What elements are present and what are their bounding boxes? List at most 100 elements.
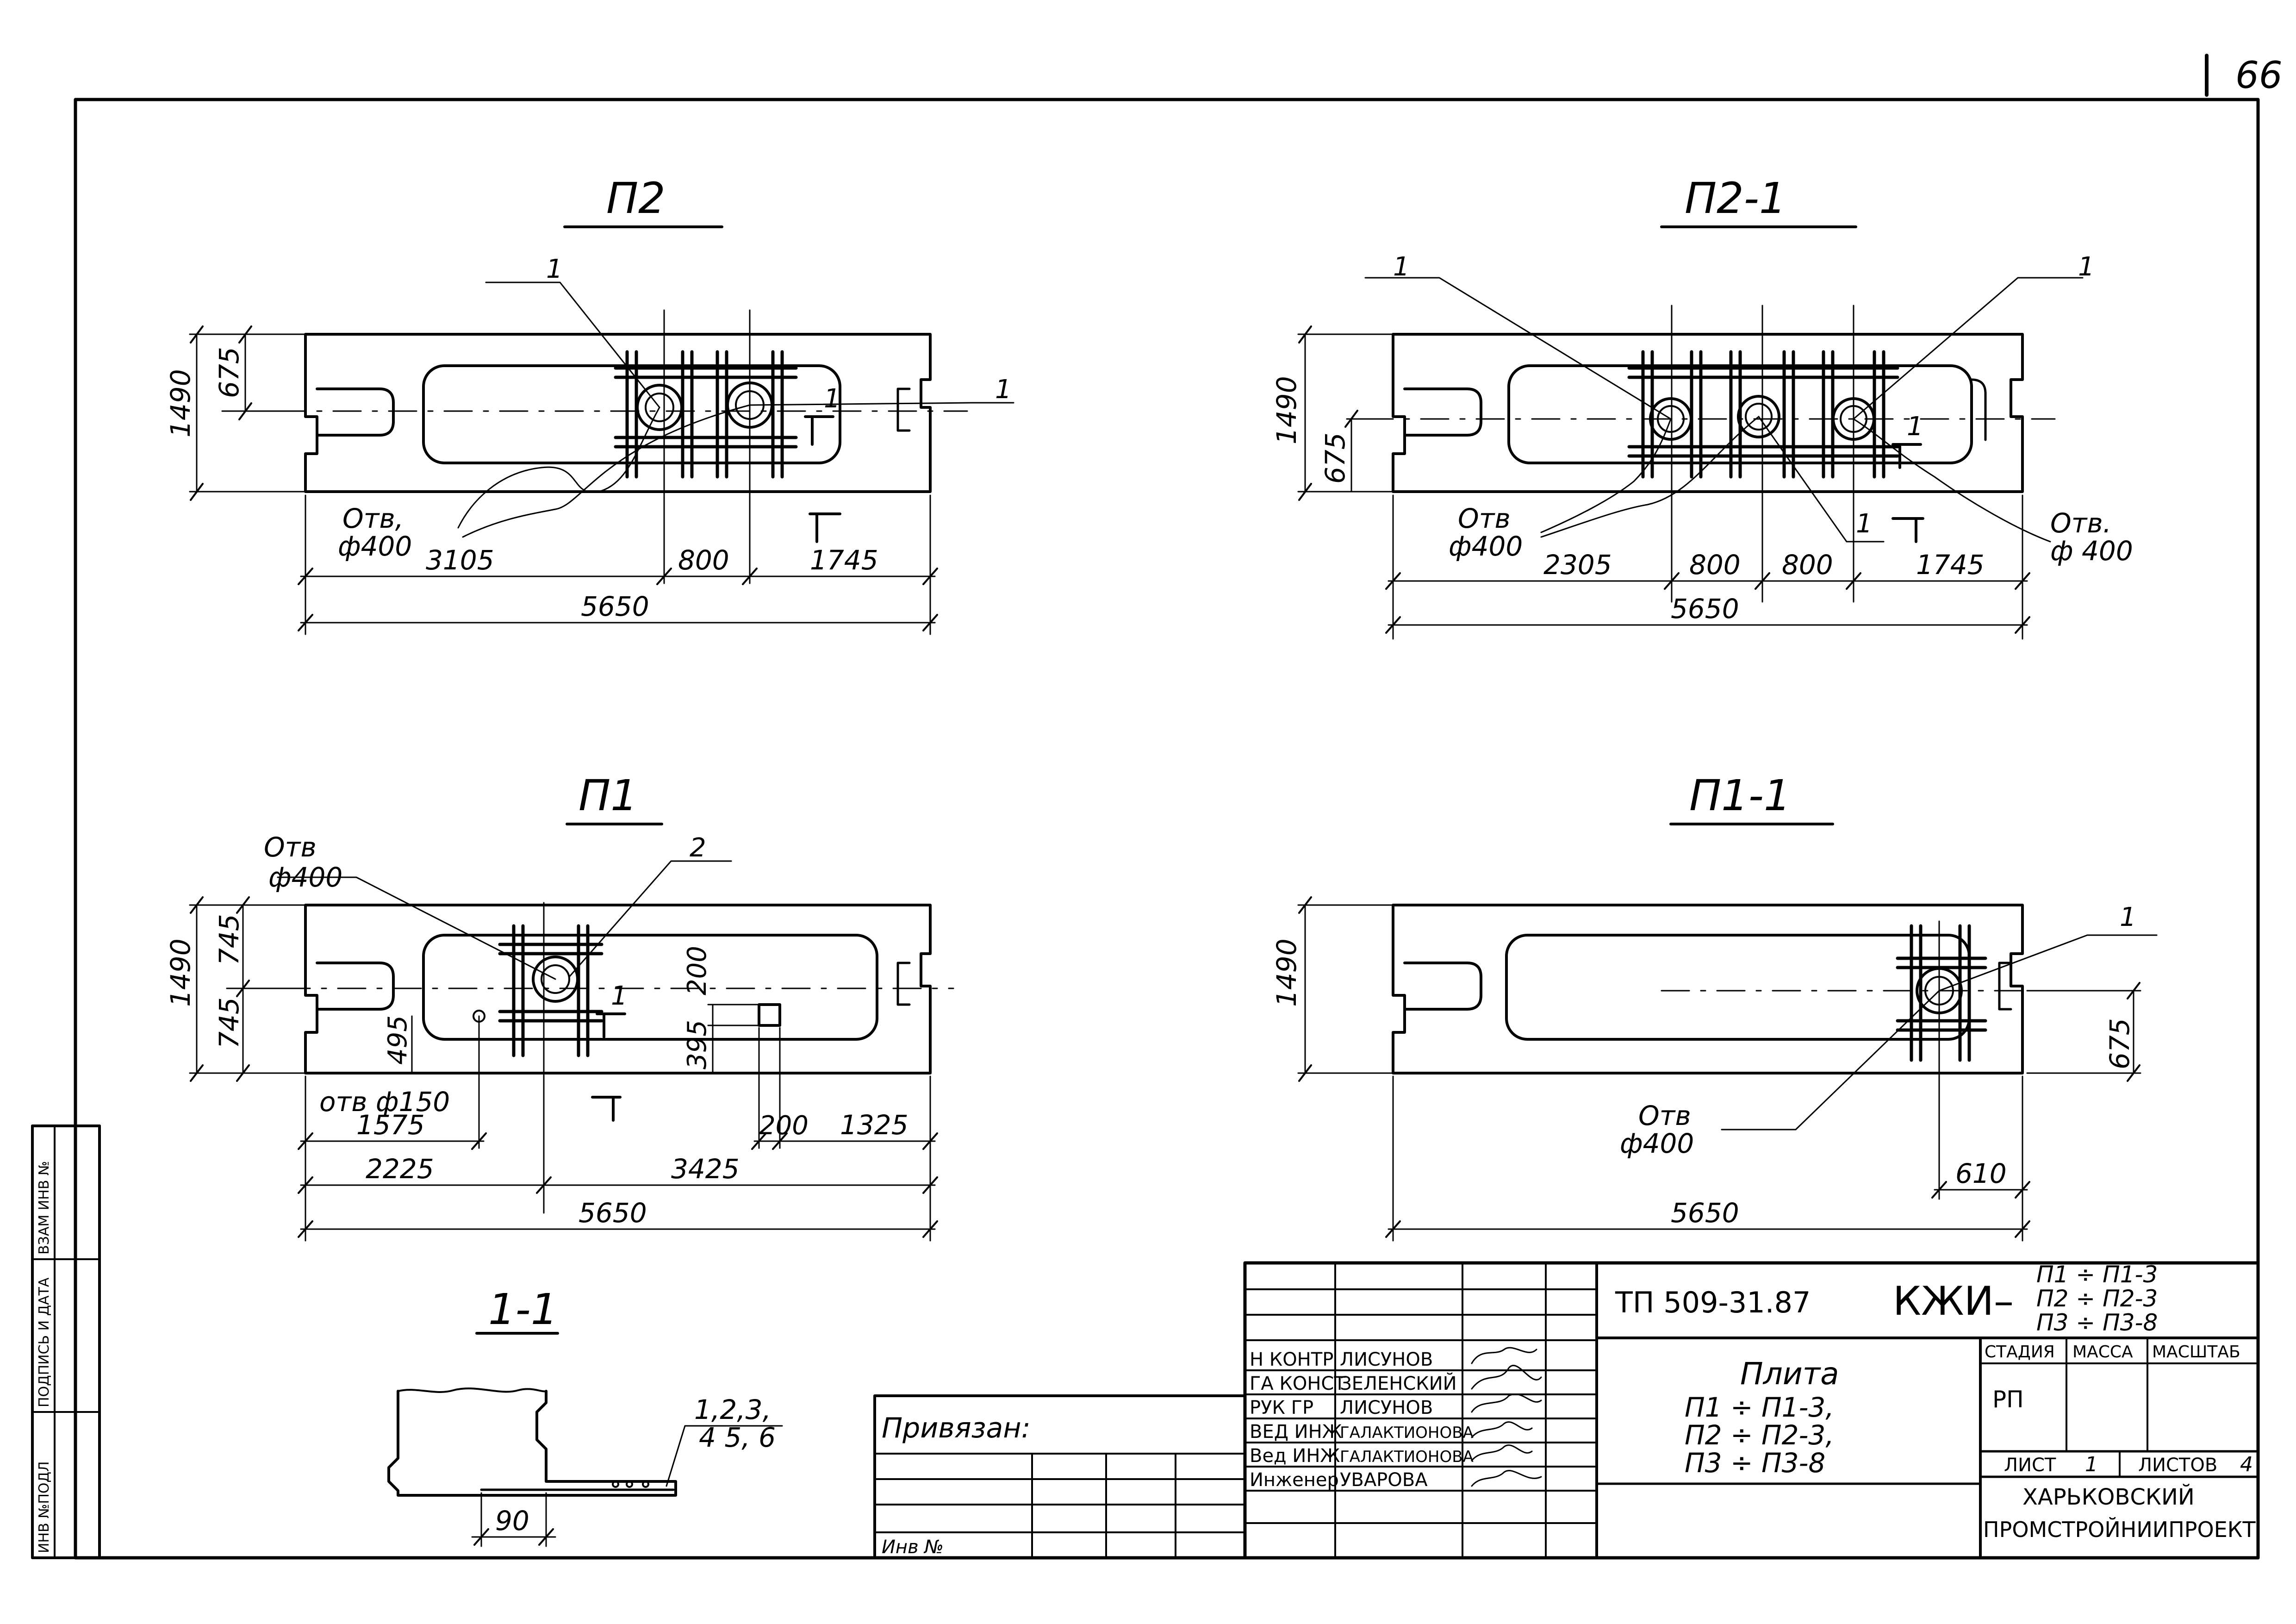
p2-dim-b: 800 — [678, 544, 729, 576]
tb-product-line-3: П3 ÷ П3-8 — [1685, 1447, 1825, 1479]
tb-designation: ТП 509-31.87 — [1615, 1286, 1811, 1319]
p2-dim-offset: 675 — [213, 347, 245, 398]
tb-role-3: РУК ГР — [1250, 1397, 1313, 1418]
p1-1-hole-label: Отв — [1638, 1100, 1691, 1131]
side-stamp: ИНВ №ПОДЛ ПОДПИСЬ И ДАТА ВЗАМ ИНВ № — [36, 1161, 52, 1553]
p2-1-section-mark: 1 — [1907, 412, 1923, 442]
p1-1-hole-diameter: ф400 — [1620, 1128, 1694, 1159]
binding-title: Привязан: — [882, 1412, 1031, 1444]
p1-title: П1 — [579, 771, 638, 820]
section-1-1: 1-1 1,2,3, 4 5, 6 90 — [387, 1285, 783, 1547]
p2-1-hole-label-left: Отв — [1458, 503, 1511, 534]
p1-dim-1575: 1575 — [356, 1109, 425, 1141]
p2-1-dim-a: 2305 — [1543, 549, 1612, 581]
p2-title: П2 — [606, 174, 666, 223]
p2-callout-2: 1 — [995, 375, 1012, 405]
p2-1-title: П2-1 — [1685, 174, 1786, 223]
p2-callout-1: 1 — [546, 254, 563, 284]
p1-1-title: П1-1 — [1689, 771, 1791, 820]
tb-name-6: УВАРОВА — [1340, 1469, 1428, 1491]
p2-1-dim-c: 800 — [1782, 549, 1833, 581]
tb-sheet-value: 1 — [2085, 1453, 2098, 1476]
tb-sheet-label: ЛИСТ — [2004, 1455, 2056, 1476]
title-block — [1243, 1261, 2260, 1560]
tb-product-line-1: П1 ÷ П1-3, — [1685, 1392, 1834, 1423]
tb-name-1: ЛИСУНОВ — [1340, 1349, 1433, 1370]
tb-product-name: Плита — [1740, 1356, 1839, 1392]
p1-dim-2225: 2225 — [366, 1153, 434, 1185]
p2-1-dim-d: 1745 — [1916, 549, 1985, 581]
tb-name-4: ГАЛАКТИОНОВА — [1340, 1424, 1474, 1442]
page-number: 66 — [2235, 54, 2283, 97]
tb-name-5: ГАЛАКТИОНОВА — [1340, 1448, 1474, 1466]
p1-callout-2: 2 — [690, 833, 706, 863]
side-stamp-col1: ИНВ №ПОДЛ — [36, 1462, 52, 1554]
p2-dim-c: 1745 — [810, 544, 878, 576]
tb-role-5: Вед ИНЖ — [1250, 1445, 1340, 1467]
p2-1-dim-b: 800 — [1689, 549, 1741, 581]
view-p2-1: 1 1 1 1 Отв ф400 Отв. ф 400 1490 675 — [1271, 174, 2133, 640]
tb-role-2: ГА КОНСТ — [1250, 1373, 1345, 1394]
p2-1-hole-diameter-left: ф400 — [1449, 531, 1523, 562]
p1-dim-total: 5650 — [579, 1197, 647, 1229]
side-stamp-col3: ВЗАМ ИНВ № — [36, 1161, 52, 1255]
p1-dim-height: 1490 — [165, 938, 196, 1007]
p2-1-hole-diameter-right: ф 400 — [2050, 535, 2133, 567]
tb-code-prefix: КЖИ– — [1893, 1278, 2014, 1324]
p1-hole-diameter: ф400 — [268, 862, 342, 893]
section-callout-2: 4 5, 6 — [699, 1422, 776, 1453]
p2-1-hole-label-right: Отв. — [2050, 507, 2111, 539]
p2-section-mark: 1 — [824, 384, 840, 414]
p1-dim-1325: 1325 — [840, 1109, 908, 1141]
tb-org-line-2: ПРОМСТРОЙНИИПРОЕКТ — [1983, 1517, 2256, 1542]
tb-code-line-1: П1 ÷ П1-3 — [2036, 1261, 2158, 1288]
p1-1-dim-height: 1490 — [1271, 938, 1302, 1007]
tb-role-6: Инженер — [1250, 1469, 1339, 1491]
binding-block: Привязан: Инв № — [873, 1394, 1246, 1559]
p1-1-dim-offset: 675 — [2104, 1018, 2135, 1069]
p1-dim-395: 395 — [682, 1020, 712, 1069]
p1-1-dim-610: 610 — [1955, 1158, 2007, 1189]
p1-hole-label: Отв — [264, 831, 317, 863]
p2-hole-label: Отв, — [342, 503, 404, 534]
p2-1-dim-height: 1490 — [1271, 376, 1302, 444]
tb-name-2: ЗЕЛЕНСКИЙ — [1340, 1372, 1457, 1394]
p1-1-dim-total: 5650 — [1671, 1197, 1739, 1229]
tb-name-3: ЛИСУНОВ — [1340, 1397, 1433, 1418]
section-callout: 1,2,3, — [694, 1394, 771, 1425]
view-p1: 1 Отв ф400 2 отв ф150 1490 745 745 495 3… — [165, 771, 954, 1242]
tb-col-stage: СТАДИЯ — [1985, 1343, 2055, 1362]
p1-section-mark: 1 — [611, 981, 628, 1011]
p2-1-callout-3: 1 — [1856, 509, 1873, 539]
tb-product-line-2: П2 ÷ П2-3, — [1685, 1419, 1834, 1451]
tb-sheets-label: ЛИСТОВ — [2138, 1455, 2217, 1476]
tb-col-mass: МАССА — [2072, 1343, 2133, 1362]
p1-dim-half-top: 745 — [213, 914, 245, 965]
p1-1-callout-1: 1 — [2120, 902, 2136, 932]
p1-dim-495: 495 — [383, 1015, 413, 1065]
p2-dim-total: 5650 — [581, 591, 649, 622]
view-p2: 1 1 1 Отв, ф400 1490 675 — [165, 174, 1014, 635]
p2-dim-height: 1490 — [165, 369, 196, 437]
tb-sheets-value: 4 — [2240, 1453, 2253, 1476]
binding-inv-label: Инв № — [882, 1537, 944, 1558]
view-p1-1: Отв ф400 1 1490 675 610 5650 П1-1 — [1271, 771, 2158, 1242]
p1-dim-3425: 3425 — [671, 1153, 740, 1185]
p2-1-callout-2: 1 — [2078, 252, 2095, 282]
p2-dim-a: 3105 — [426, 544, 494, 576]
p2-1-dim-offset: 675 — [1319, 432, 1351, 484]
p2-1-dim-total: 5650 — [1671, 593, 1739, 625]
p2-hole-diameter: ф400 — [338, 531, 412, 562]
tb-role-1: Н КОНТР — [1250, 1349, 1333, 1370]
tb-col-scale: МАСШТАБ — [2152, 1343, 2240, 1362]
tb-role-4: ВЕД ИНЖ — [1250, 1421, 1342, 1443]
section-dim-90: 90 — [495, 1505, 529, 1537]
p1-small-hole: отв ф150 — [319, 1086, 450, 1118]
p2-1-callout-1: 1 — [1393, 252, 1410, 282]
section-title: 1-1 — [488, 1285, 558, 1334]
tb-code-line-2: П2 ÷ П2-3 — [2036, 1285, 2158, 1312]
p1-dim-half-bottom: 745 — [213, 997, 245, 1049]
p1-dim-200h: 200 — [759, 1111, 809, 1141]
tb-code-line-3: П3 ÷ П3-8 — [2036, 1309, 2158, 1336]
